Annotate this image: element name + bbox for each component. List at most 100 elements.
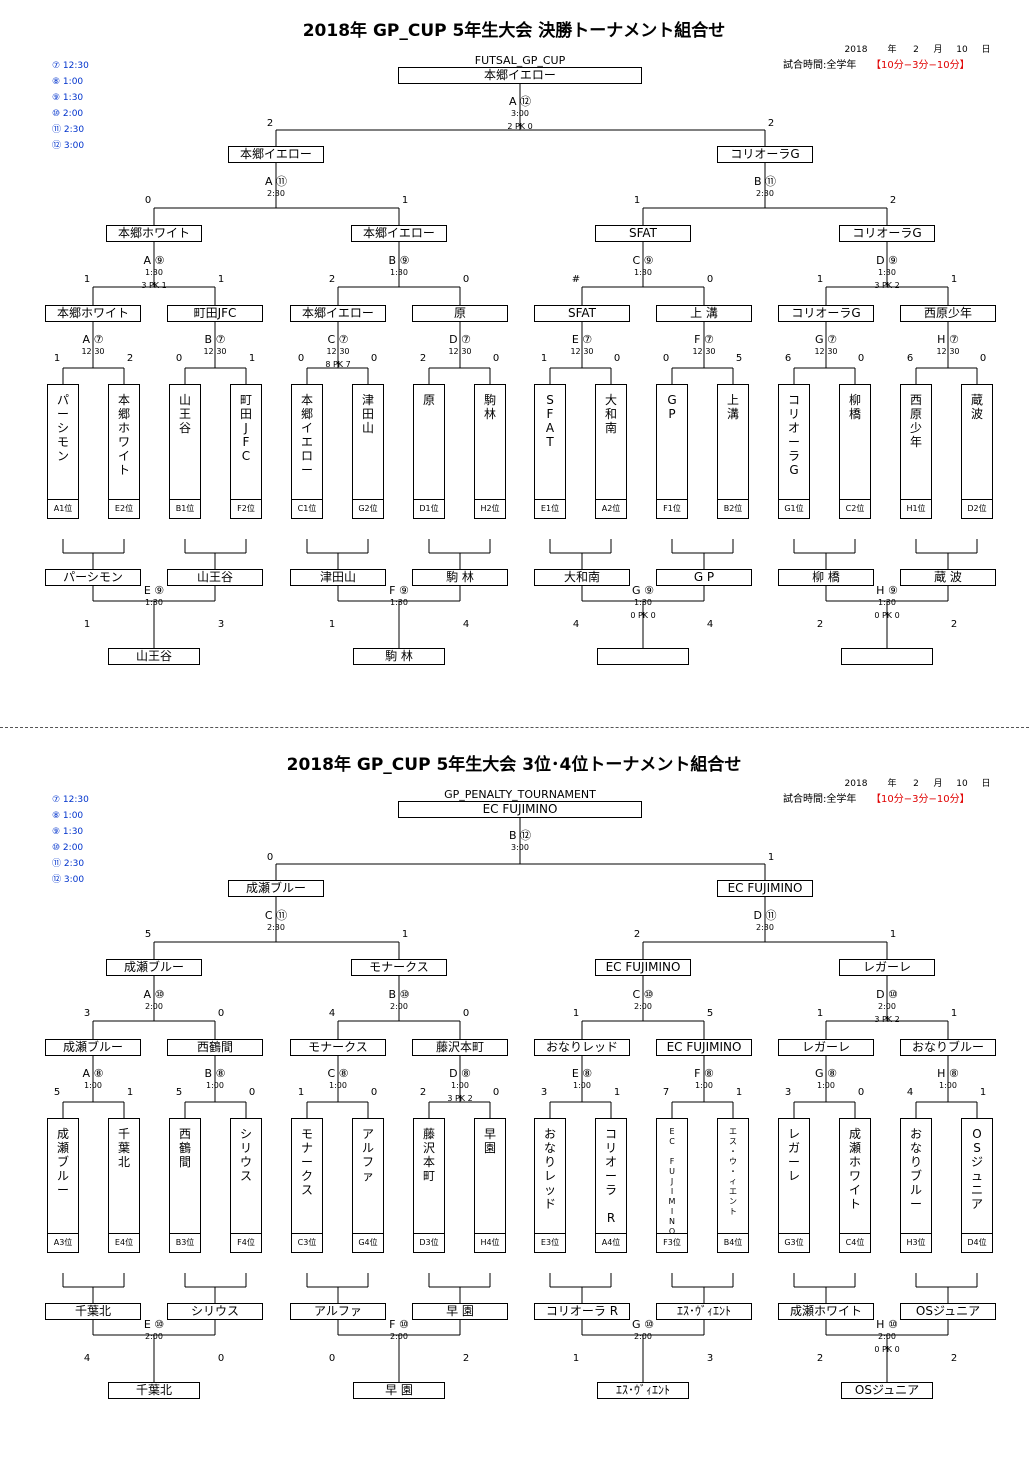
score-right: 0 — [248, 1087, 256, 1098]
consolation-team-box: 山王谷 — [167, 569, 263, 586]
score-right: 0 — [857, 353, 865, 364]
team-name: 成 瀬 ホ ワ イ ト — [848, 1127, 861, 1211]
score-left: 6 — [784, 353, 792, 364]
consolation-team-box: ｴｽ･ｳﾞｨｴﾝﾄ — [656, 1303, 752, 1320]
time-slot: ⑪ 2:30 — [52, 125, 85, 135]
team-rank: A2位 — [596, 499, 626, 518]
score-right: 5 — [735, 353, 743, 364]
team-rank: B3位 — [170, 1233, 200, 1252]
consolation-team-box: パーシモン — [45, 569, 141, 586]
team-name: 早 園 — [483, 1127, 496, 1155]
consolation-team-box: 蔵 波 — [900, 569, 996, 586]
team-name: 蔵 波 — [970, 393, 983, 421]
score-right: 0 — [217, 1008, 225, 1019]
team-box: 西 鶴 間 B3位 — [169, 1118, 201, 1253]
date-month: 2 — [913, 45, 919, 55]
team-rank: F4位 — [231, 1233, 261, 1252]
score-right: 1 — [613, 1087, 621, 1098]
consolation-team-box: OSジュニア — [900, 1303, 996, 1320]
score-left: 2 — [633, 929, 641, 940]
consolation-winner-box: 千葉北 — [108, 1382, 200, 1399]
team-rank: G1位 — [779, 499, 809, 518]
cup-name: FUTSAL_GP_CUP — [474, 54, 566, 67]
team-rank: F1位 — [657, 499, 687, 518]
score-right: 0 — [370, 1087, 378, 1098]
team-name: O S ジ ュ ニ ア — [970, 1127, 983, 1211]
team-rank: A4位 — [596, 1233, 626, 1252]
score-left: 1 — [572, 1353, 580, 1364]
team-rank: H3位 — [901, 1233, 931, 1252]
team-rank: F2位 — [231, 499, 261, 518]
semifinalist-box: SFAT — [595, 225, 691, 242]
score-left: 1 — [53, 353, 61, 364]
score-right: 1 — [401, 929, 409, 940]
team-rank: E4位 — [109, 1233, 139, 1252]
score-right: 1 — [735, 1087, 743, 1098]
quarterfinalist-box: 本郷ホワイト — [45, 305, 141, 322]
score-left: 4 — [906, 1087, 914, 1098]
quarterfinalist-box: 西鶴間 — [167, 1039, 263, 1056]
score-right: 1 — [979, 1087, 987, 1098]
date-month-label: 月 — [933, 45, 943, 55]
team-name: パ ー シ モ ン — [56, 393, 69, 463]
consolation-winner-box: 山王谷 — [108, 648, 200, 665]
quarterfinalist-box: EC FUJIMINO — [656, 1039, 752, 1056]
score-left: 3 — [540, 1087, 548, 1098]
team-rank: G4位 — [353, 1233, 383, 1252]
match-code: F ⑨ — [389, 584, 409, 597]
score-right: 0 — [370, 353, 378, 364]
team-rank: B1位 — [170, 499, 200, 518]
team-name: 本 郷 ホ ワ イ ト — [117, 393, 130, 477]
score-left: 0 — [144, 195, 152, 206]
score-right: 4 — [706, 619, 714, 630]
team-name: 西 原 少 年 — [909, 393, 922, 449]
score-left: 5 — [144, 929, 152, 940]
consolation-winner-box — [597, 648, 689, 665]
score-right: 0 — [462, 274, 470, 285]
score-left: 4 — [572, 619, 580, 630]
match-time-value: 【10分−3分−10分】 — [871, 794, 970, 805]
team-name: 西 鶴 間 — [178, 1127, 191, 1169]
score-right: 1 — [401, 195, 409, 206]
score-right: 2 — [950, 619, 958, 630]
finalist-box: 成瀬ブルー — [228, 880, 324, 897]
score-right: 0 — [492, 353, 500, 364]
team-rank: C1位 — [292, 499, 322, 518]
quarterfinalist-box: 上 溝 — [656, 305, 752, 322]
quarterfinalist-box: 成瀬ブルー — [45, 1039, 141, 1056]
team-rank: D3位 — [414, 1233, 444, 1252]
team-name: 津 田 山 — [361, 393, 374, 435]
score-left: 0 — [297, 353, 305, 364]
score-left: 1 — [633, 195, 641, 206]
consolation-winner-box: 早 園 — [353, 1382, 445, 1399]
team-rank: E1位 — [535, 499, 565, 518]
score-left: 1 — [572, 1008, 580, 1019]
finalist-box: 本郷イエロー — [228, 146, 324, 163]
score-right: 1 — [950, 274, 958, 285]
match-code: F ⑩ — [389, 1318, 409, 1331]
team-name: 藤 沢 本 町 — [422, 1127, 435, 1183]
team-rank: D2位 — [962, 499, 992, 518]
score-left: 2 — [419, 1087, 427, 1098]
quarterfinalist-box: おなりレッド — [534, 1039, 630, 1056]
semifinalist-box: EC FUJIMINO — [595, 959, 691, 976]
date-year: 2018 — [844, 779, 868, 789]
semifinalist-box: レガーレ — [839, 959, 935, 976]
semifinalist-box: 本郷ホワイト — [106, 225, 202, 242]
score-left: 1 — [540, 353, 548, 364]
